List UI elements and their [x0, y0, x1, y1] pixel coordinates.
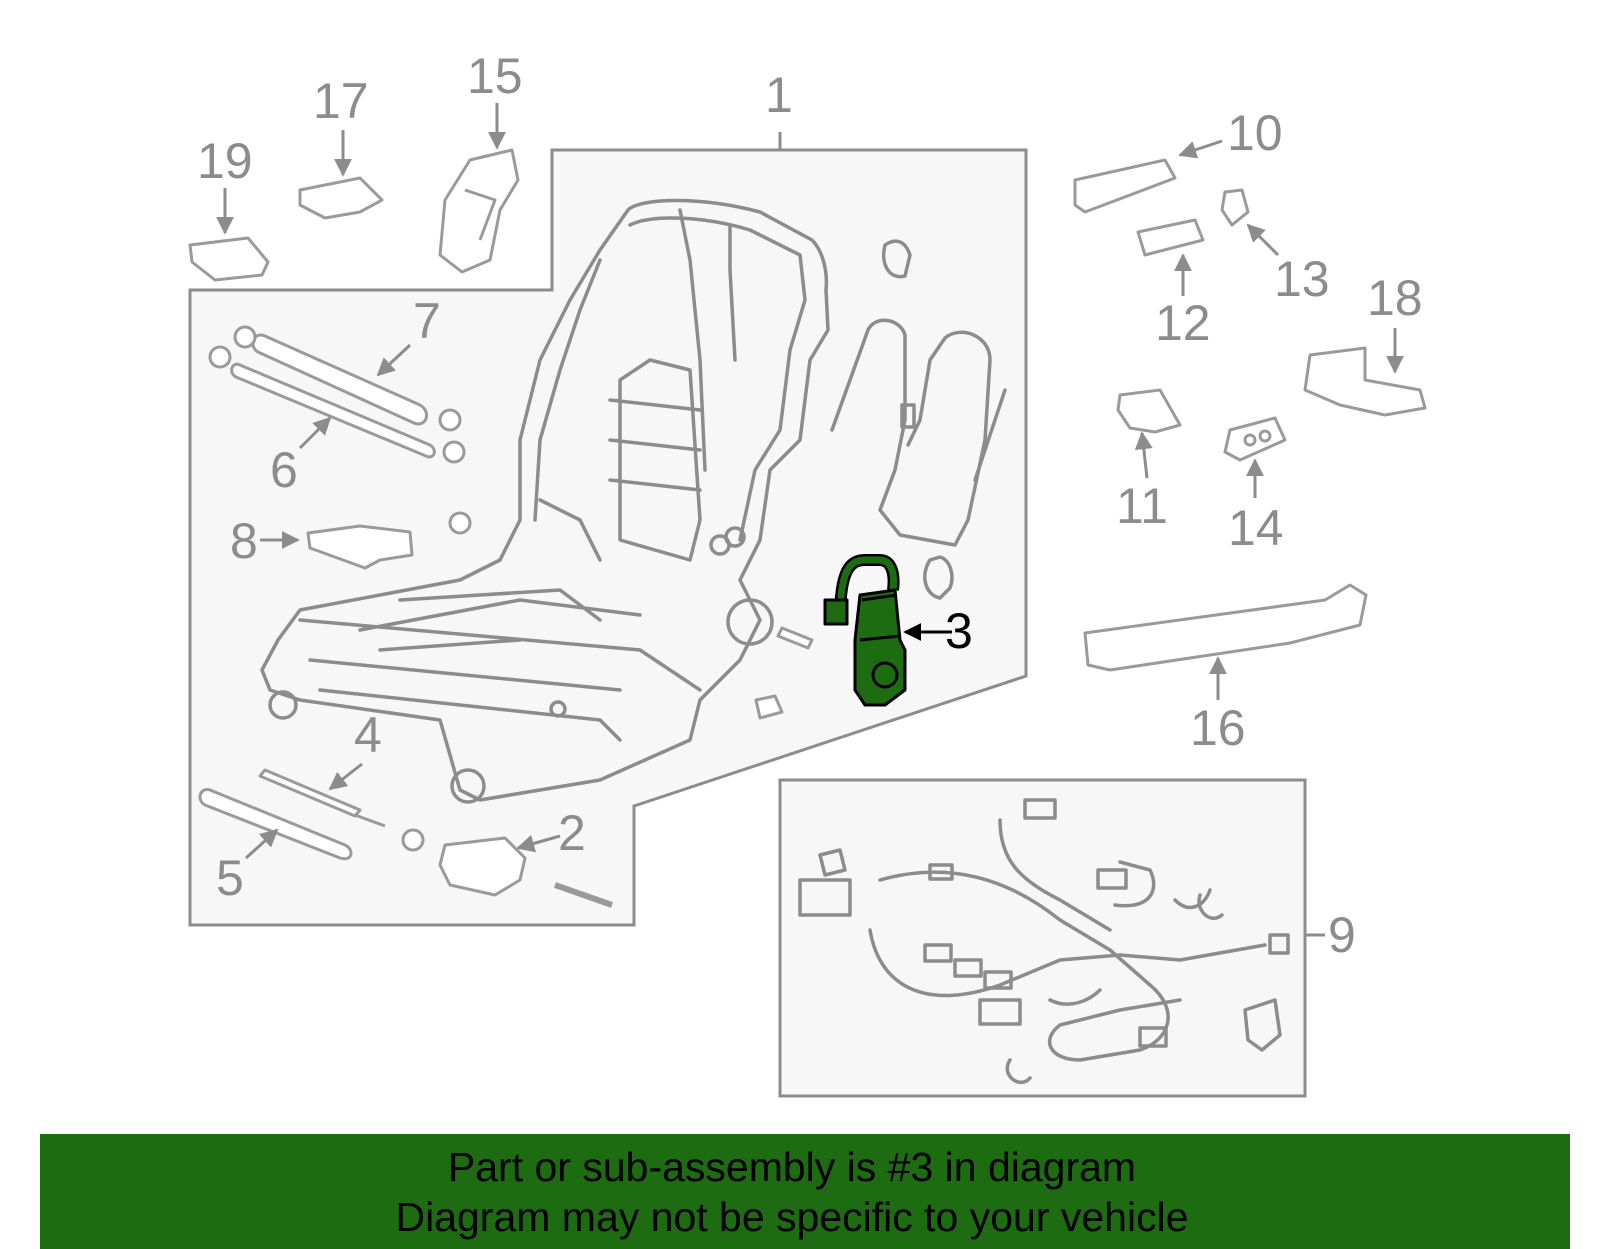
callout-5: 5: [216, 850, 244, 906]
callout-7: 7: [413, 293, 441, 349]
callout-12: 12: [1155, 295, 1211, 351]
callout-10: 10: [1227, 105, 1283, 161]
banner-line-part: Part or sub-assembly is #3 in diagram: [447, 1144, 1137, 1190]
part-18: [1303, 346, 1427, 417]
part-8-bracket: [306, 511, 472, 570]
callout-13: 13: [1274, 251, 1330, 307]
part-7-tube: [233, 325, 462, 432]
callout-8: 8: [230, 513, 258, 569]
callout-3: 3: [945, 603, 973, 659]
part-15: [438, 148, 520, 274]
part-4-rod: [258, 768, 386, 828]
callout-17: 17: [313, 73, 369, 129]
part-2-motor: [401, 828, 613, 908]
part-9-harness: [798, 798, 1290, 1085]
callout-1: 1: [765, 67, 793, 123]
part-14: [1223, 416, 1287, 462]
part-16: [1083, 583, 1368, 672]
callout-15: 15: [467, 48, 523, 104]
fasteners: [754, 626, 814, 720]
part-17: [298, 176, 384, 220]
callout-9: 9: [1328, 907, 1356, 963]
callout-14: 14: [1228, 500, 1284, 556]
part-3-highlighted: [823, 554, 907, 707]
info-banner: Part or sub-assembly is #3 in diagram Di…: [40, 1134, 1570, 1249]
part-6-tube: [208, 345, 466, 464]
callout-6: 6: [270, 442, 298, 498]
part-10: [1073, 158, 1177, 214]
leader-lines: [216, 103, 1404, 860]
callout-18: 18: [1367, 270, 1423, 326]
part-13: [1220, 188, 1250, 227]
callout-16: 16: [1190, 700, 1246, 756]
cable-assembly: [830, 239, 1007, 600]
part-5-rod: [198, 788, 353, 861]
harness-box-9: [778, 778, 1307, 1098]
callout-11: 11: [1116, 478, 1168, 534]
callout-2: 2: [558, 805, 586, 861]
banner-line-disclaimer: Diagram may not be specific to your vehi…: [395, 1194, 1189, 1240]
callout-4: 4: [354, 707, 382, 763]
seat-frame: [260, 198, 830, 804]
part-12: [1136, 218, 1205, 257]
part-11: [1116, 388, 1182, 434]
callout-19: 19: [197, 133, 253, 189]
part-19: [188, 236, 270, 282]
